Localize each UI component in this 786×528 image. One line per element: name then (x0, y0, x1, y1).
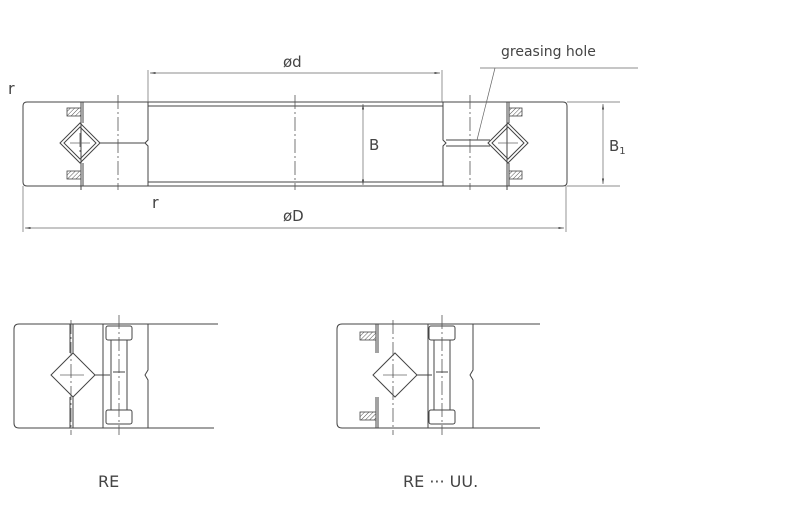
width-b1-label: B1 (609, 137, 626, 157)
radius-label-bottom: r (152, 193, 159, 212)
radius-label-top: r (8, 79, 15, 98)
variant-re-view (13, 315, 218, 435)
variant-re-uu-view (336, 315, 540, 435)
main-section-view (22, 67, 638, 232)
width-b-label: B (369, 136, 379, 154)
variant-re-label: RE (98, 472, 119, 491)
bore-diameter-label: ød (283, 53, 302, 71)
greasing-hole-label: greasing hole (501, 44, 596, 60)
variant-re-uu-label: RE ··· UU. (403, 472, 478, 491)
outer-diameter-label: øD (283, 207, 304, 225)
